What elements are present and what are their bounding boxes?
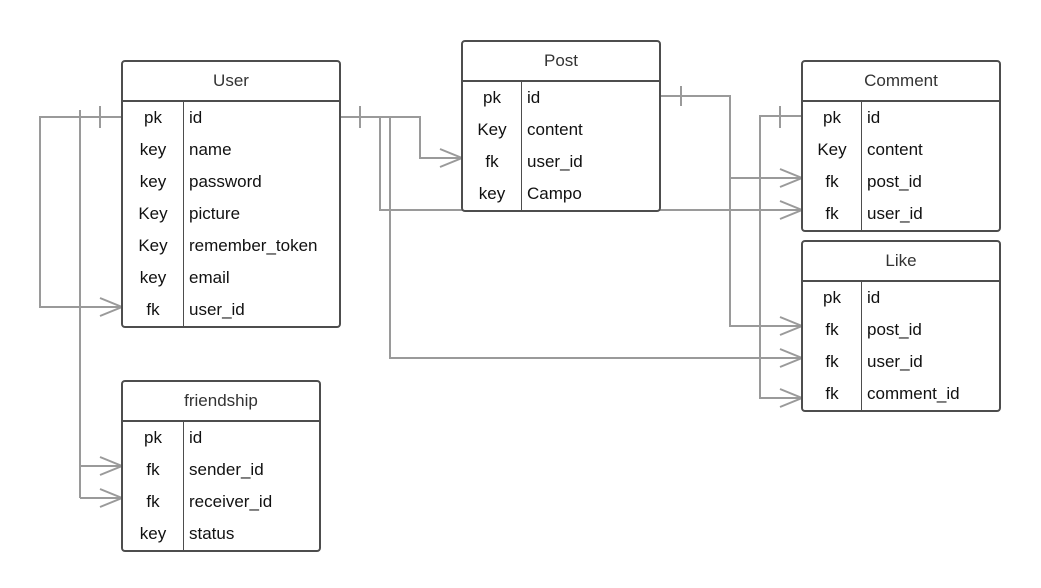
field-name: id	[189, 428, 203, 447]
table-row: Key content	[803, 134, 999, 166]
key-type: key	[139, 140, 167, 159]
table-row: key Campo	[463, 178, 659, 210]
key-type: pk	[144, 428, 162, 447]
table-row: key password	[123, 166, 339, 198]
table-row: fk user_id	[463, 146, 659, 178]
key-type: fk	[825, 320, 839, 339]
table-row: key name	[123, 134, 339, 166]
column-divider	[521, 82, 522, 210]
key-type: fk	[146, 300, 160, 319]
key-type: fk	[825, 204, 839, 223]
table-title: Comment	[803, 62, 999, 102]
field-name: content	[867, 140, 923, 159]
key-type: fk	[485, 152, 499, 171]
table-row: pk id	[123, 102, 339, 134]
key-type: fk	[825, 352, 839, 371]
table-row: fk receiver_id	[123, 486, 319, 518]
key-type: Key	[138, 236, 168, 255]
table-row: pk id	[803, 102, 999, 134]
table-row: fk user_id	[803, 346, 999, 378]
table-row: fk post_id	[803, 314, 999, 346]
table-row: pk id	[123, 422, 319, 454]
key-type: fk	[825, 172, 839, 191]
field-name: post_id	[867, 172, 922, 191]
field-name: status	[189, 524, 235, 543]
key-type: pk	[823, 108, 841, 127]
field-name: user_id	[189, 300, 245, 319]
table-row: Key remember_token	[123, 230, 339, 262]
table-row: fk user_id	[803, 198, 999, 230]
key-type: pk	[823, 288, 841, 307]
column-divider	[861, 282, 862, 410]
table-row: fk user_id	[123, 294, 339, 326]
key-type: Key	[817, 140, 847, 159]
key-type: key	[139, 268, 167, 287]
field-name: name	[189, 140, 232, 159]
key-type: fk	[825, 384, 839, 403]
field-name: password	[189, 172, 262, 191]
table-row: fk post_id	[803, 166, 999, 198]
connector-user-like	[340, 116, 802, 359]
connector-user-post	[340, 116, 462, 159]
key-type: key	[139, 524, 167, 543]
table-row: Key picture	[123, 198, 339, 230]
key-type: pk	[483, 88, 501, 107]
table-row: fk sender_id	[123, 454, 319, 486]
key-type: Key	[477, 120, 507, 139]
table-row: Key content	[463, 114, 659, 146]
field-name: content	[527, 120, 583, 139]
field-name: picture	[189, 204, 241, 223]
field-name: post_id	[867, 320, 922, 339]
table-title: Like	[803, 242, 999, 282]
field-name: remember_token	[189, 236, 318, 255]
key-type: pk	[144, 108, 162, 127]
key-type: fk	[146, 492, 160, 511]
field-name: user_id	[527, 152, 583, 171]
field-name: user_id	[867, 204, 923, 223]
key-type: Key	[138, 204, 168, 223]
column-divider	[183, 422, 184, 550]
field-name: comment_id	[867, 384, 960, 403]
column-divider	[861, 102, 862, 230]
table-row: fk comment_id	[803, 378, 999, 410]
field-name: id	[867, 288, 881, 307]
field-name: Campo	[527, 184, 582, 203]
key-type: key	[478, 184, 506, 203]
table-row: key email	[123, 262, 339, 294]
field-name: email	[189, 268, 230, 287]
key-type: key	[139, 172, 167, 191]
field-name: user_id	[867, 352, 923, 371]
field-name: receiver_id	[189, 492, 273, 511]
field-name: id	[527, 88, 541, 107]
column-divider	[183, 102, 184, 326]
field-name: id	[867, 108, 881, 127]
key-type: fk	[146, 460, 160, 479]
table-title: User	[123, 62, 339, 102]
table-row: pk id	[803, 282, 999, 314]
connector-post-comment-like	[660, 95, 802, 327]
table-row: key status	[123, 518, 319, 550]
table-title: Post	[463, 42, 659, 82]
field-name: sender_id	[189, 460, 264, 479]
table-title: friendship	[123, 382, 319, 422]
table-row: pk id	[463, 82, 659, 114]
field-name: id	[189, 108, 203, 127]
